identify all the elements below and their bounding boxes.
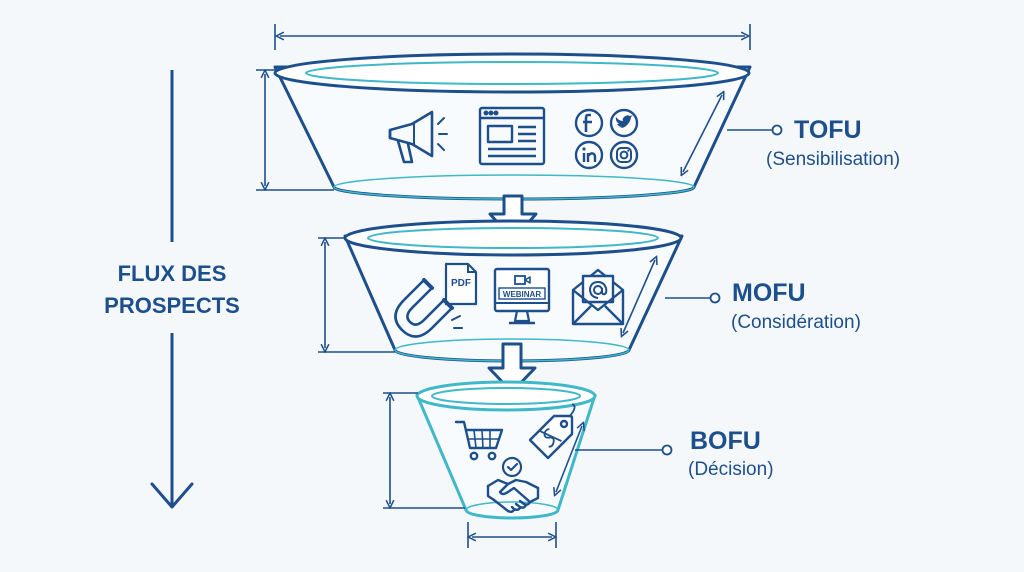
flow-label-line1: FLUX DES — [118, 261, 227, 286]
mofu-slant-dimension — [623, 260, 655, 333]
handshake-icon — [486, 478, 540, 513]
checkmark-icon — [501, 456, 523, 478]
tofu-subtitle: (Sensibilisation) — [766, 149, 900, 170]
facebook-icon — [574, 108, 604, 138]
webinar-label: WEBINAR — [503, 290, 541, 299]
pdf-file-icon: PDF — [444, 262, 478, 306]
tofu-connector — [727, 124, 783, 136]
article-icon — [478, 106, 546, 166]
mofu-title: MOFU — [732, 279, 806, 307]
megaphone-icon — [388, 110, 448, 164]
bofu-width-dimension — [467, 522, 556, 548]
webinar-monitor-icon: WEBINAR — [493, 267, 551, 325]
magnet-icon — [394, 278, 463, 338]
bofu-connector — [575, 444, 673, 456]
mofu-subtitle: (Considération) — [731, 312, 861, 333]
email-icon — [571, 268, 625, 326]
bofu-subtitle: (Décision) — [688, 459, 774, 480]
mofu-height-dimension — [318, 237, 395, 353]
price-tag-icon — [528, 403, 576, 460]
bofu-slant-dimension — [556, 426, 582, 492]
bofu-height-dimension — [383, 392, 465, 509]
bofu-title: BOFU — [690, 427, 761, 455]
tofu-width-dimension — [274, 24, 751, 50]
pdf-file-label: PDF — [451, 278, 471, 289]
bofu-funnel-segment — [415, 380, 597, 520]
flow-label-line2: PROSPECTS — [104, 293, 240, 318]
instagram-icon — [609, 140, 639, 170]
linkedin-icon — [574, 140, 604, 170]
tofu-height-dimension — [256, 70, 334, 191]
twitter-icon — [609, 108, 639, 138]
shopping-cart-icon — [454, 420, 504, 461]
prospect-flow-arrow — [150, 70, 194, 509]
tofu-slant-dimension — [683, 95, 722, 172]
social-media-icons — [574, 108, 639, 170]
tofu-title: TOFU — [794, 116, 862, 144]
mofu-to-bofu-arrow — [487, 342, 537, 394]
mofu-connector — [665, 292, 721, 304]
